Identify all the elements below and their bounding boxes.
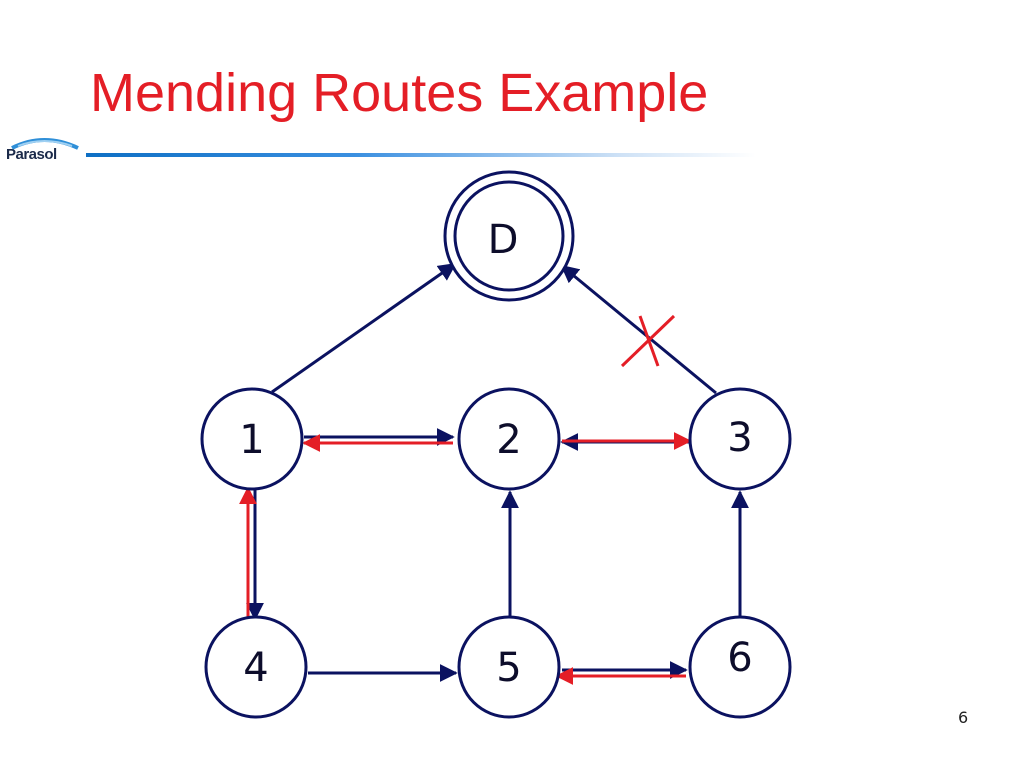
logo-text: Parasol — [6, 146, 57, 163]
node-5-label: 5 — [496, 645, 521, 691]
parasol-logo-icon — [11, 138, 79, 150]
node-3[interactable]: 3 — [688, 387, 792, 491]
node-1-label: 1 — [239, 417, 264, 463]
node-4-label: 4 — [243, 645, 268, 691]
edge-3-to-d — [560, 264, 717, 395]
page-number: 6 — [958, 708, 969, 727]
node-4[interactable]: 4 — [204, 615, 308, 719]
slide-title: Mending Routes Example — [90, 63, 709, 123]
destination-label: D — [488, 217, 519, 263]
node-6[interactable]: 6 — [688, 615, 792, 719]
node-6-label: 6 — [727, 635, 752, 681]
title-underline — [86, 153, 756, 157]
destination-node[interactable]: D — [443, 170, 575, 302]
node-2[interactable]: 2 — [457, 387, 561, 491]
node-2-label: 2 — [496, 417, 521, 463]
node-3-label: 3 — [727, 415, 752, 461]
edge-1-to-d — [271, 262, 457, 394]
node-5[interactable]: 5 — [457, 615, 561, 719]
node-1[interactable]: 1 — [200, 387, 304, 491]
broken-link-x-icon — [620, 314, 676, 368]
